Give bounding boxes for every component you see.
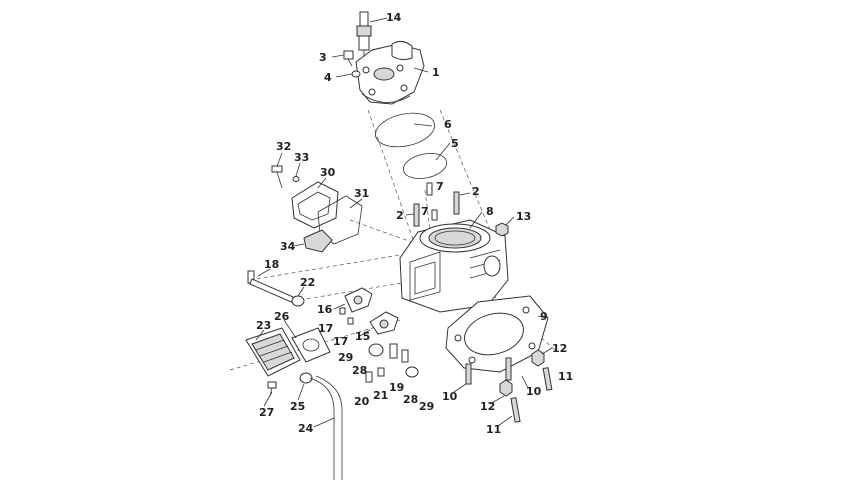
callout-2-top: 2 — [472, 185, 480, 198]
long-studs — [510, 367, 553, 423]
small-screws — [339, 307, 354, 325]
callout-23: 23 — [256, 319, 271, 332]
callout-29-right: 29 — [419, 400, 434, 413]
callout-7-top: 7 — [436, 180, 444, 193]
callout-15: 15 — [355, 330, 370, 343]
breather-hose — [309, 377, 335, 480]
spark-plug — [356, 11, 372, 58]
studs-upper — [413, 191, 460, 227]
callout-26: 26 — [274, 310, 290, 323]
callout-28-right: 28 — [403, 393, 418, 406]
callout-8: 8 — [486, 205, 494, 218]
studs-lower — [465, 357, 512, 385]
nut — [495, 222, 509, 237]
callout-6: 6 — [444, 118, 452, 131]
callout-21: 21 — [373, 389, 388, 402]
callout-labels: 14 1 3 4 6 5 2 7 2 7 8 13 9 12 11 10 10 … — [256, 11, 573, 436]
callout-29-left: 29 — [338, 351, 353, 364]
callout-12-right: 12 — [552, 342, 567, 355]
intake-reed-plate — [245, 327, 301, 377]
intake-gasket — [291, 327, 331, 363]
callout-14: 14 — [386, 11, 402, 24]
o-ring-small — [402, 153, 448, 179]
callout-33: 33 — [294, 151, 309, 164]
cylinder-block — [399, 219, 509, 313]
callout-24: 24 — [298, 422, 314, 435]
callout-17-upper: 17 — [318, 322, 333, 335]
callout-16: 16 — [317, 303, 333, 316]
cylinder-nuts — [499, 349, 545, 397]
callout-2-left: 2 — [396, 209, 404, 222]
callout-18: 18 — [264, 258, 279, 271]
leader-lines — [255, 17, 553, 428]
small-hardware — [365, 343, 419, 383]
callout-10-right: 10 — [526, 385, 542, 398]
callout-9: 9 — [540, 310, 548, 323]
callout-32: 32 — [276, 140, 291, 153]
callout-34: 34 — [280, 240, 296, 253]
callout-5: 5 — [451, 137, 459, 150]
callout-10-left: 10 — [442, 390, 458, 403]
callout-11-right: 11 — [558, 370, 573, 383]
callout-19: 19 — [389, 381, 404, 394]
cover-washer — [292, 176, 300, 182]
callout-1: 1 — [432, 66, 440, 79]
callout-7-left: 7 — [421, 205, 429, 218]
intake-bolt — [267, 381, 277, 397]
callout-28-left: 28 — [352, 364, 367, 377]
callout-13: 13 — [516, 210, 531, 223]
spring-bracket — [303, 229, 333, 253]
valve-cover — [291, 181, 339, 229]
callout-31: 31 — [354, 187, 369, 200]
callout-20: 20 — [354, 395, 370, 408]
hose-clamp — [299, 372, 313, 384]
callout-22: 22 — [300, 276, 315, 289]
callout-4: 4 — [324, 71, 332, 84]
callout-11-bottom: 11 — [486, 423, 501, 436]
valve-lever — [344, 287, 373, 313]
washer — [351, 70, 361, 78]
callout-3: 3 — [319, 51, 327, 64]
cover-bolt — [271, 165, 283, 189]
cylinder-head — [355, 40, 425, 105]
exhaust-valve-shaft — [247, 270, 305, 307]
callout-27: 27 — [259, 406, 274, 419]
dowel-pins — [426, 182, 438, 221]
callout-12-bottom: 12 — [480, 400, 495, 413]
o-ring-large — [375, 112, 435, 148]
callout-25: 25 — [290, 400, 305, 413]
base-gasket — [445, 295, 549, 373]
valve-pulley — [369, 311, 399, 335]
callout-30: 30 — [320, 166, 336, 179]
callout-17-lower: 17 — [333, 335, 348, 348]
head-bolt — [343, 50, 354, 67]
